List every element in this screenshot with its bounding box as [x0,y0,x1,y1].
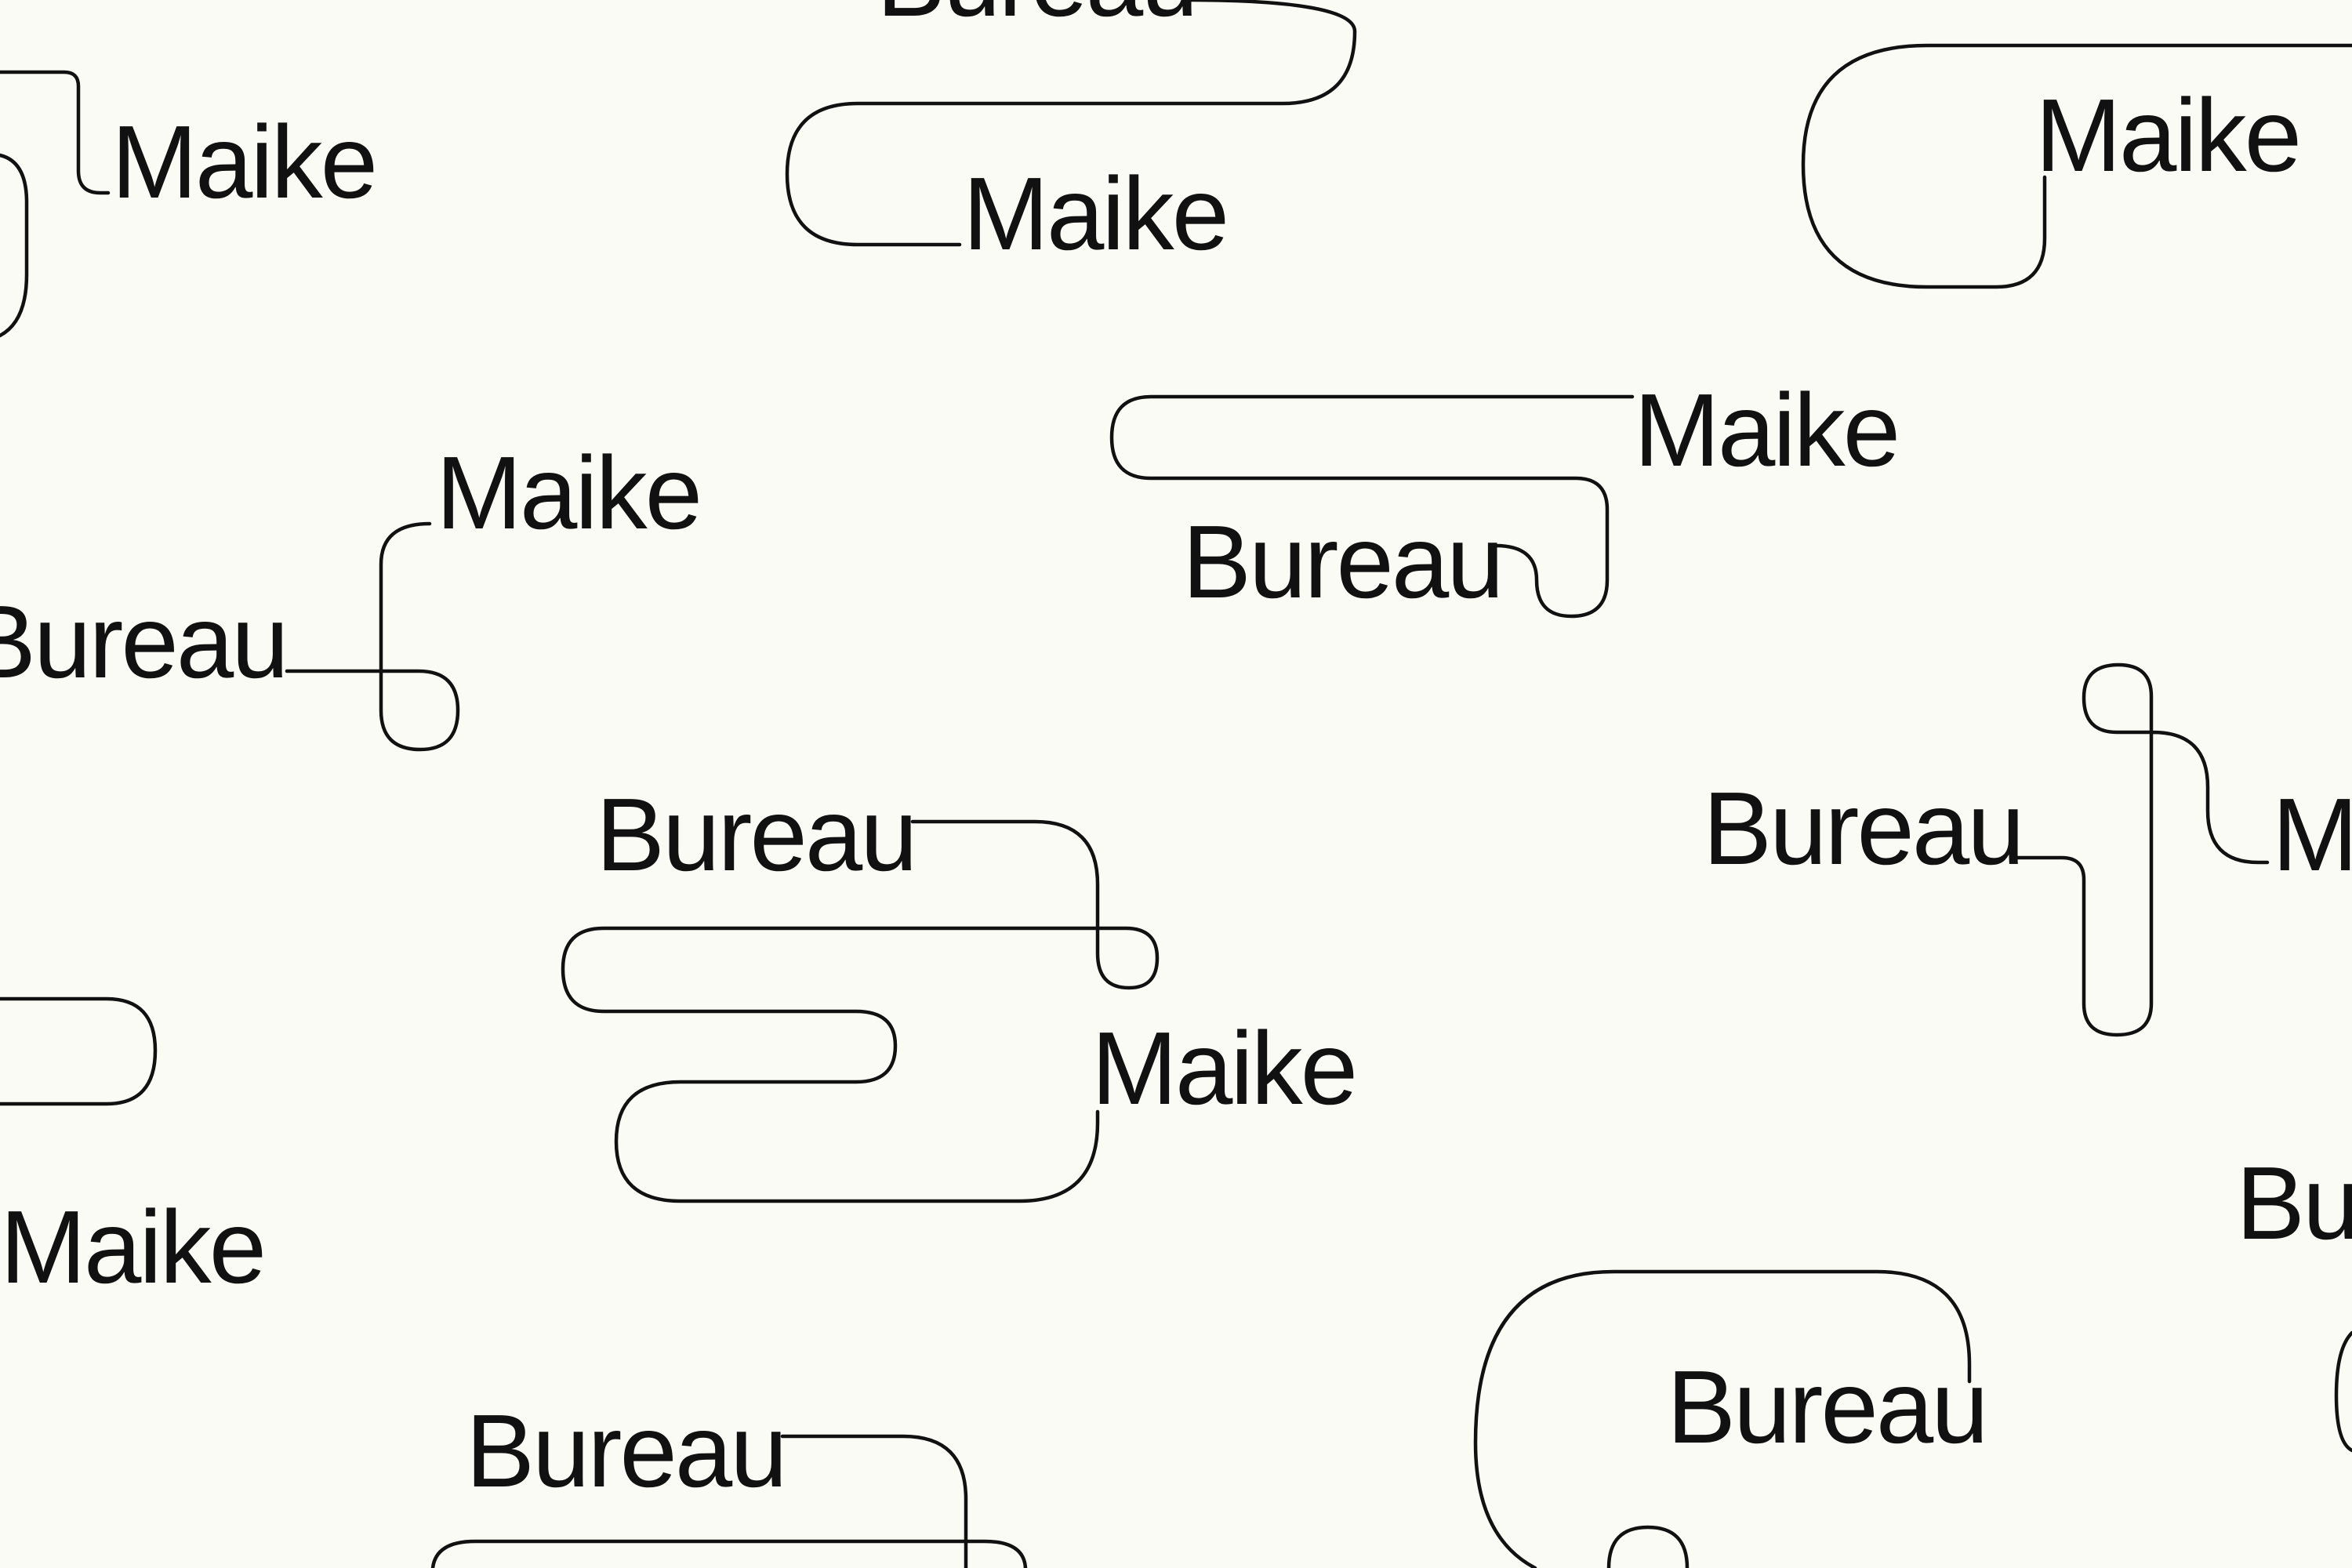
word-maike-mid-left: Maike [436,435,700,550]
connector-left-edge-pill [0,996,158,1106]
word-bureau-bottom-right: Bureau [1667,1349,1987,1465]
word-maike-top-center: Maike [963,156,1227,271]
word-bureau-right-edge-cut: Bureau [2236,1145,2352,1261]
wordmarks: Maike Bureau Maike Maike Maike Bureau Ma… [0,0,2352,1508]
connector-right-edge-loop [2334,1330,2352,1453]
word-bureau-bottom-center: Bureau [466,1393,786,1508]
connector-mid-left [285,521,460,752]
word-maike-right-edge-cut: Maike [2272,777,2352,892]
connector-bottom-right [1473,1269,1972,1568]
word-maike-bottom-left: Maike [0,1189,264,1305]
word-maike-upper-middle: Maike [1634,372,1898,488]
word-maike-top-left: Maike [111,104,376,220]
connector-bottom-center [780,1434,968,1568]
connector-right-middle [2016,662,2270,1037]
word-bureau-mid-left-cut: Bureau [0,584,287,699]
word-bureau-upper-middle: Bureau [1182,504,1502,619]
connector-upper-middle [1109,394,1635,619]
word-maike-center: Maike [1091,1011,1356,1126]
connector-bottom-center-pill [430,1539,1028,1568]
connector-left-edge-loop [0,153,29,338]
word-bureau-top-cut: Bureau [877,0,1196,38]
word-maike-top-right: Maike [2035,78,2299,193]
word-bureau-center: Bureau [596,777,916,892]
connector-center [561,819,1160,1203]
connector-bottom-right-loop [1606,1525,1690,1568]
connector-top-right [1801,43,2352,289]
connector-top-center [785,0,1357,247]
connector-top-left [0,70,111,195]
word-bureau-right-middle: Bureau [1703,771,2023,886]
